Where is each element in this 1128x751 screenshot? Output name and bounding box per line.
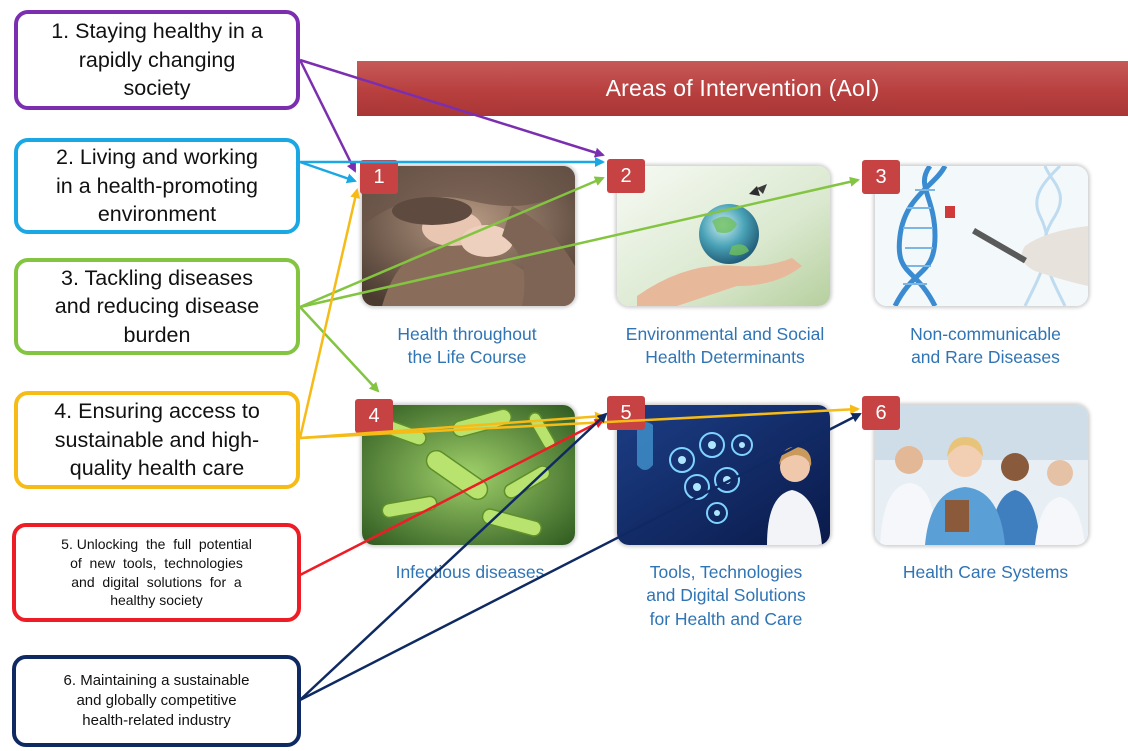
goal-5-line-1: 5. Unlocking the full potential <box>61 535 252 552</box>
area-5-number-badge: 5 <box>607 396 645 430</box>
globe-in-hand-picture <box>617 166 830 306</box>
goal-3-line-2: and reducing disease <box>54 294 260 319</box>
area-2-number-badge: 2 <box>607 159 645 193</box>
areas-of-intervention-banner: Areas of Intervention (AoI) <box>357 61 1128 116</box>
goal-4-line-3: quality health care <box>69 456 245 481</box>
area-4-number-badge: 4 <box>355 399 393 433</box>
area-2-caption-line-1: Environmental and Social <box>625 324 825 344</box>
area-5-caption: Tools, Technologies and Digital Solutions… <box>606 561 846 631</box>
area-2-image <box>617 166 830 306</box>
area-2-number: 2 <box>620 164 632 187</box>
area-5-image <box>617 405 830 545</box>
goal-5-line-3: and digital solutions for a <box>71 573 242 590</box>
area-3-caption-line-1: Non-communicable <box>910 324 1061 344</box>
goal-6-line-3: health-related industry <box>82 712 231 730</box>
area-4-image <box>362 405 575 545</box>
goal-6-line-2: and globally competitive <box>76 691 237 709</box>
arrow-goal1-to-area1 <box>298 59 357 173</box>
bacteria-picture <box>362 405 575 545</box>
area-3-caption-line-2: and Rare Diseases <box>911 347 1060 368</box>
area-1-caption-line-1: Health throughout <box>397 324 537 344</box>
goal-box-6: 6. Maintaining a sustainable and globally… <box>12 655 301 747</box>
area-1-number-badge: 1 <box>360 160 398 194</box>
area-6-number-badge: 6 <box>862 396 900 430</box>
goal-3-line-3: burden <box>123 322 191 347</box>
area-3-caption: Non-communicable and Rare Diseases <box>868 323 1103 370</box>
goal-5-line-2: of new tools, technologies <box>70 554 243 571</box>
banner-title: Areas of Intervention (AoI) <box>605 75 880 101</box>
goal-1-line-1: 1. Staying healthy in a <box>51 19 263 44</box>
area-6-caption: Health Care Systems <box>868 561 1103 584</box>
area-2-caption-line-2: Health Determinants <box>645 347 805 368</box>
goal-4-line-2: sustainable and high- <box>54 427 260 452</box>
goal-box-5: 5. Unlocking the full potential of new to… <box>12 523 301 622</box>
area-1-caption: Health throughout the Life Course <box>357 323 577 370</box>
area-1-number: 1 <box>373 165 385 188</box>
area-3-number-badge: 3 <box>862 160 900 194</box>
goal-1-line-2: rapidly changing <box>78 47 236 72</box>
goal-box-3: 3. Tackling diseases and reducing disease… <box>14 258 300 355</box>
goal-1-line-3: society <box>123 76 191 101</box>
area-4-caption-line-1: Infectious diseases <box>395 562 545 582</box>
goal-4-line-1: 4. Ensuring access to <box>54 399 260 424</box>
digital-health-interface-picture <box>617 405 830 545</box>
goal-box-1: 1. Staying healthy in a rapidly changing s… <box>14 10 300 110</box>
goal-2-line-2: in a health-promoting <box>56 173 258 198</box>
area-4-caption: Infectious diseases <box>360 561 580 584</box>
goal-6-line-1: 6. Maintaining a sustainable <box>63 671 250 689</box>
area-5-caption-line-2: and Digital Solutions <box>646 585 806 606</box>
area-6-caption-line-1: Health Care Systems <box>902 562 1069 582</box>
arrow-goal2-to-area1 <box>299 160 357 184</box>
goal-box-2: 2. Living and working in a health-promoti… <box>14 138 300 234</box>
area-6-number: 6 <box>875 401 887 424</box>
goal-3-line-1: 3. Tackling diseases <box>60 265 254 290</box>
area-3-image <box>875 166 1088 306</box>
goal-2-line-1: 2. Living and working <box>56 145 258 170</box>
goal-5-line-4: healthy society <box>110 592 203 609</box>
area-5-caption-line-3: for Health and Care <box>649 608 803 629</box>
medical-staff-picture <box>875 405 1088 545</box>
area-5-caption-line-1: Tools, Technologies <box>649 562 803 582</box>
area-1-caption-line-2: the Life Course <box>407 347 527 368</box>
area-6-image <box>875 405 1088 545</box>
area-5-number: 5 <box>620 401 632 424</box>
dna-helix-picture <box>875 166 1088 306</box>
area-4-number: 4 <box>368 404 380 427</box>
goal-box-4: 4. Ensuring access to sustainable and hig… <box>14 391 300 489</box>
goal-2-line-3: environment <box>97 202 217 227</box>
area-3-number: 3 <box>875 165 887 188</box>
arrow-goal4-to-area1 <box>298 188 361 439</box>
